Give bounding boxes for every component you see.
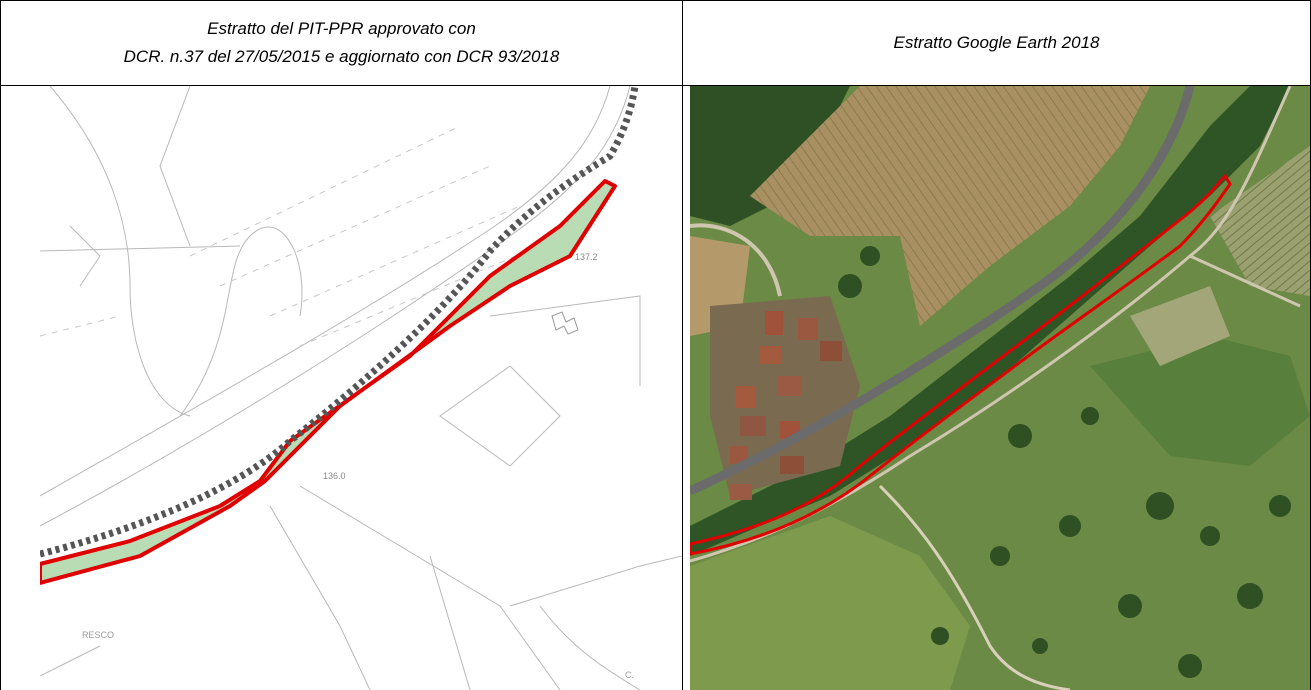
road-hatch (40, 86, 639, 558)
table-border-header (0, 85, 1311, 86)
protected-area-boundary-aerial (690, 173, 1232, 556)
lower-field-left (690, 516, 970, 690)
shrub (1200, 526, 1220, 546)
shrub (1008, 424, 1032, 448)
parcel-line-5 (159, 86, 191, 247)
contour-2 (219, 165, 491, 287)
pit-ppr-map: 137.2 136.0 RESCO C. (40, 86, 682, 690)
shrub (1146, 492, 1174, 520)
vineyard-field (750, 86, 1150, 326)
cadastral-lines (40, 86, 682, 690)
left-header: Estratto del PIT-PPR approvato con DCR. … (1, 1, 682, 85)
roof-6 (735, 386, 755, 408)
shrub (1269, 495, 1291, 517)
roof-1 (765, 311, 783, 335)
left-header-line2: DCR. n.37 del 27/05/2015 e aggiornato co… (123, 47, 560, 66)
shrub (1059, 515, 1081, 537)
aerial-photo-svg (690, 86, 1310, 690)
corner-label: C. (625, 670, 634, 680)
shrub (860, 246, 880, 266)
parcel-line-7 (299, 485, 561, 690)
road-edge-outer (40, 86, 631, 527)
place-label: RESCO (82, 630, 114, 640)
building-outline (551, 311, 579, 335)
elevation-label-2: 136.0 (323, 471, 346, 481)
right-meadow (1090, 336, 1310, 466)
protected-area-boundary (40, 179, 617, 585)
parcel-line-8 (489, 295, 641, 386)
roof-5 (778, 376, 802, 396)
roof-3 (760, 346, 782, 364)
contour-3 (269, 205, 521, 317)
parcel-line-9 (429, 555, 471, 690)
shrub (1032, 638, 1048, 654)
shrub (990, 546, 1010, 566)
contour-4 (299, 245, 541, 347)
main-road (690, 86, 1195, 496)
google-earth-image (690, 86, 1310, 690)
shrub (1237, 583, 1263, 609)
right-vineyard-small (1130, 286, 1230, 366)
table-border-left (0, 0, 1, 690)
tree-belt (690, 86, 1290, 556)
side-road-1 (690, 223, 782, 297)
roof-4 (820, 341, 842, 361)
shrub (1178, 654, 1202, 678)
parcel-line-10 (509, 555, 682, 607)
right-header-line1: Estratto Google Earth 2018 (893, 33, 1100, 52)
elevation-label-1: 137.2 (575, 252, 598, 262)
roof-9 (730, 446, 748, 464)
shrubs (838, 246, 1291, 678)
contour-5 (40, 315, 121, 337)
parcel-block (439, 365, 561, 467)
table-border-mid (682, 0, 683, 690)
shrub (1118, 594, 1142, 618)
pit-ppr-map-svg: 137.2 136.0 RESCO C. (40, 86, 682, 690)
shrub (931, 627, 949, 645)
contour-1 (189, 125, 461, 257)
roof-11 (730, 484, 752, 500)
parcel-line-1 (49, 86, 191, 417)
roof-10 (780, 456, 804, 474)
parcel-line-11 (539, 605, 641, 690)
road-edge-inner (40, 86, 611, 497)
shrub (838, 274, 862, 298)
parcel-line-4 (69, 225, 101, 287)
dashed-contours (40, 125, 541, 347)
shrub (1081, 407, 1099, 425)
dirt-track (878, 484, 1071, 690)
parcel-line-6 (269, 505, 371, 690)
side-road-3 (1189, 254, 1301, 308)
left-header-line1: Estratto del PIT-PPR approvato con (207, 19, 476, 38)
parcel-line-2 (179, 226, 303, 417)
forest-top-left (690, 86, 850, 226)
parcel-line-3 (40, 245, 241, 252)
roof-2 (798, 318, 818, 340)
vineyard-right (1210, 146, 1310, 296)
right-header: Estratto Google Earth 2018 (683, 1, 1310, 85)
roof-7 (740, 416, 766, 436)
table-border-top (0, 0, 1311, 1)
parcel-line-12 (40, 645, 101, 677)
